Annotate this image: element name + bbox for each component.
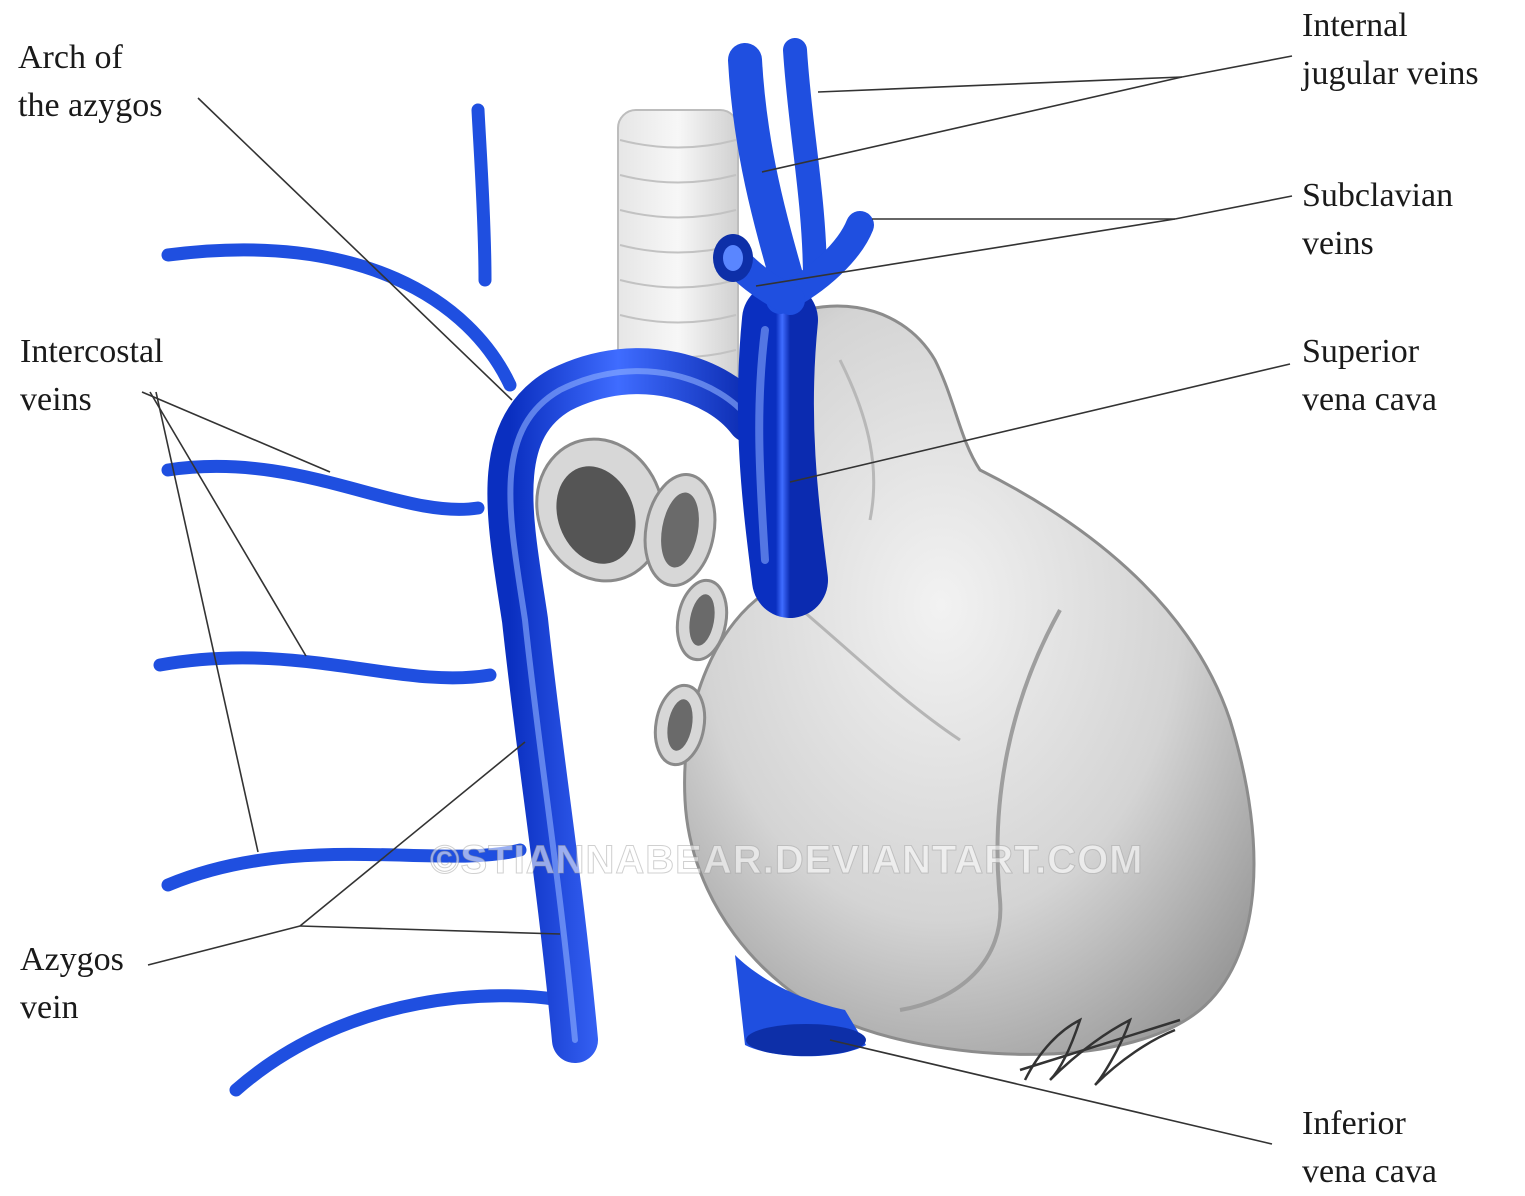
label-internal-jugular-veins: Internal jugular veins — [1302, 2, 1479, 98]
label-line: vena cava — [1302, 376, 1437, 424]
label-line: veins — [1302, 220, 1453, 268]
label-line: Superior — [1302, 328, 1437, 376]
label-line: jugular veins — [1302, 50, 1479, 98]
label-line: vena cava — [1302, 1148, 1437, 1196]
label-azygos-vein: Azygos vein — [20, 936, 124, 1032]
label-line: vein — [20, 984, 124, 1032]
label-line: Inferior — [1302, 1100, 1437, 1148]
label-line: Azygos — [20, 936, 124, 984]
label-inferior-vena-cava: Inferior vena cava — [1302, 1100, 1437, 1196]
label-line: Subclavian — [1302, 172, 1453, 220]
label-line: the azygos — [18, 82, 162, 130]
watermark: ©STIANNABEAR.DEVIANTART.COM — [430, 838, 1144, 883]
label-subclavian-veins: Subclavian veins — [1302, 172, 1453, 268]
label-line: veins — [20, 376, 164, 424]
label-line: Intercostal — [20, 328, 164, 376]
label-arch-of-the-azygos: Arch of the azygos — [18, 34, 162, 130]
label-superior-vena-cava: Superior vena cava — [1302, 328, 1437, 424]
label-line: Arch of — [18, 34, 162, 82]
label-intercostal-veins: Intercostal veins — [20, 328, 164, 424]
label-line: Internal — [1302, 2, 1479, 50]
